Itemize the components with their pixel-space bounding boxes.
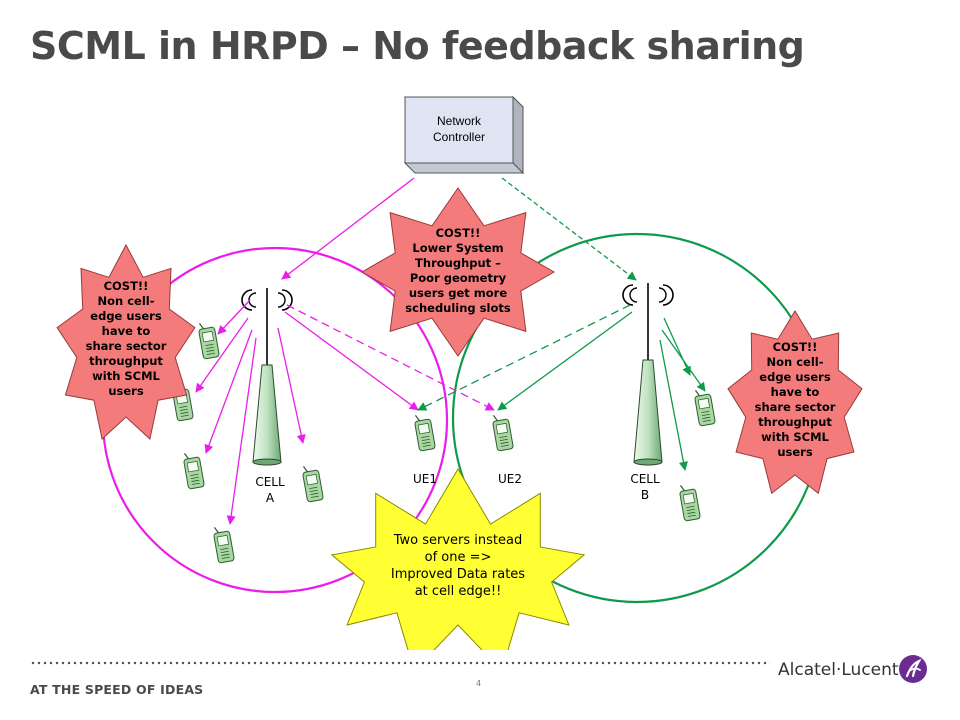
cost-callout-center-text: COST!! xyxy=(436,226,481,240)
cell-b-label: CELL xyxy=(630,472,660,486)
cost-callout-left-text: edge users xyxy=(90,309,162,323)
ue2-phone-icon xyxy=(490,412,515,452)
cell-b-tower xyxy=(622,283,674,466)
cost-callout-right-text: have to xyxy=(771,385,820,399)
phone-icon xyxy=(300,463,325,503)
phone-icon xyxy=(211,524,236,564)
cost-callout-right-text: users xyxy=(777,445,813,459)
footer-divider xyxy=(30,660,770,666)
phone-icon xyxy=(677,482,702,522)
alcatel-lucent-logo-icon xyxy=(899,655,927,683)
ue1-phone-icon xyxy=(412,412,437,452)
cost-callout-center-text: Lower System xyxy=(412,241,503,255)
cell-a-links xyxy=(195,299,495,525)
gain-callout-text: Two servers instead xyxy=(393,533,523,548)
phone-icon xyxy=(692,387,717,427)
ue2-label: UE2 xyxy=(498,472,522,486)
cost-callout-right-text: edge users xyxy=(759,370,831,384)
cost-callout-center-text: scheduling slots xyxy=(405,301,511,315)
gain-callout-text: at cell edge!! xyxy=(415,584,502,599)
phone-icon xyxy=(181,450,206,490)
cost-callout-left-text: throughput xyxy=(89,354,163,368)
cell-b-links xyxy=(417,304,706,471)
brand-name: Alcatel·Lucent xyxy=(778,660,899,680)
cell-a-label: A xyxy=(266,491,275,505)
cell-a-label: CELL xyxy=(255,475,285,489)
cost-callout-right-text: share sector xyxy=(755,400,836,414)
cost-callout-right-text: with SCML xyxy=(761,430,829,444)
cost-callout-left xyxy=(56,243,196,440)
cost-callout-center-text: users get more xyxy=(409,286,507,300)
cell-b-label: B xyxy=(641,488,649,502)
cell-a-tower xyxy=(241,288,293,466)
cost-callout-left-text: Non cell- xyxy=(98,294,155,308)
scml-diagram: Network Controller CELL A CELL B xyxy=(56,95,863,650)
footer-tagline: AT THE SPEED OF IDEAS xyxy=(30,682,204,697)
cost-callout-left-text: share sector xyxy=(86,339,167,353)
cost-callout-left-text: with SCML xyxy=(92,369,160,383)
page-number: 4 xyxy=(476,679,482,688)
cost-callout-right-text: throughput xyxy=(758,415,832,429)
gain-callout-text: of one => xyxy=(425,550,492,565)
backhaul-arrow-cell-b xyxy=(501,177,637,281)
cost-callout-right-text: Non cell- xyxy=(767,355,824,369)
cost-callout-left-text: COST!! xyxy=(104,279,149,293)
cost-callout-center xyxy=(360,187,556,357)
phone-icon xyxy=(196,320,221,360)
network-controller-label: Controller xyxy=(433,130,485,144)
gain-callout-text: Improved Data rates xyxy=(391,567,525,582)
cost-callout-left-text: users xyxy=(108,384,144,398)
network-controller[interactable]: Network Controller xyxy=(403,95,525,175)
cost-callout-right-text: COST!! xyxy=(773,340,818,354)
cost-callout-right xyxy=(727,310,863,495)
ue1-label: UE1 xyxy=(413,472,437,486)
page-title: SCML in HRPD – No feedback sharing xyxy=(30,24,805,68)
cost-callout-center-text: Poor geometry xyxy=(410,271,507,285)
backhaul-arrow-cell-a xyxy=(281,177,415,280)
gain-callout-bottom xyxy=(330,468,586,650)
cost-callout-center-text: Throughput – xyxy=(415,256,501,270)
network-controller-label: Network xyxy=(437,114,482,128)
cost-callout-left-text: have to xyxy=(102,324,151,338)
